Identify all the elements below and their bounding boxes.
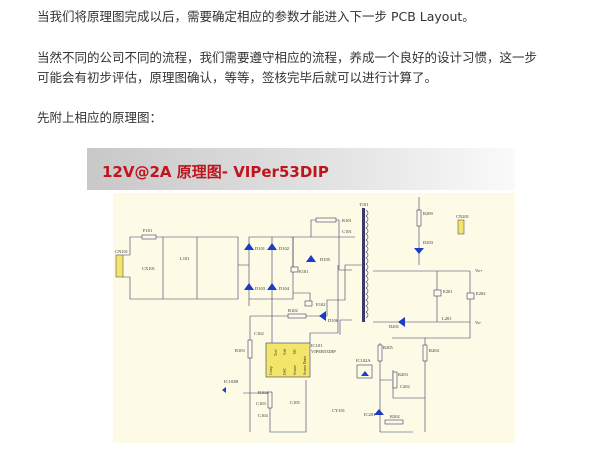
- component-labels: CN101 F101 CX101 L101 D101 D102 D103 D10…: [115, 202, 486, 419]
- svg-text:R102: R102: [288, 308, 298, 313]
- ic101-chip: [265, 342, 311, 378]
- resistors: [141, 209, 475, 425]
- svg-text:D102: D102: [279, 246, 289, 251]
- svg-text:C202: C202: [400, 384, 410, 389]
- optocoupler-ic102a: [356, 364, 373, 379]
- svg-text:CN101: CN101: [115, 249, 128, 254]
- svg-text:F101: F101: [143, 228, 152, 233]
- svg-text:D201: D201: [389, 324, 399, 329]
- pin-drain-label: Source Drain: [303, 356, 307, 375]
- svg-text:E102: E102: [316, 302, 326, 307]
- svg-text:T101: T101: [359, 202, 369, 207]
- svg-text:CN201: CN201: [456, 214, 469, 219]
- svg-text:R202: R202: [390, 414, 400, 419]
- paragraph-2-line-2: 可能会有初步评估，原理图确认，等等，签核完毕后就可以进行计算了。: [37, 70, 438, 85]
- svg-text:D101: D101: [255, 246, 265, 251]
- svg-text:E201: E201: [443, 289, 453, 294]
- svg-text:IC102A: IC102A: [356, 358, 371, 363]
- svg-text:E101: E101: [299, 269, 309, 274]
- svg-text:E202: E202: [476, 291, 486, 296]
- svg-text:R205: R205: [383, 345, 394, 350]
- cn201-connector: [457, 219, 465, 235]
- svg-text:IC201: IC201: [364, 412, 375, 417]
- pin-vdd-label: Vdd: [283, 349, 287, 355]
- svg-text:Vo-: Vo-: [475, 320, 482, 325]
- svg-text:D103: D103: [255, 286, 266, 291]
- svg-text:IC101: IC101: [311, 343, 322, 348]
- paragraph-2-line-1: 当然不同的公司不同的流程，我们需要遵守相应的流程，养成一个良好的设计习惯，这一步: [37, 50, 538, 65]
- pin-nc-label: NC: [293, 348, 297, 354]
- svg-text:C105: C105: [290, 400, 301, 405]
- pin-tovl-label: Tovl: [274, 349, 278, 356]
- pin-comp-label: Comp: [269, 366, 273, 375]
- svg-text:Vo+: Vo+: [475, 268, 483, 273]
- diodes: [222, 243, 424, 415]
- svg-text:R204: R204: [429, 348, 440, 353]
- svg-text:VIPER53DIP: VIPER53DIP: [311, 349, 336, 354]
- svg-text:IC102B: IC102B: [224, 379, 238, 384]
- svg-text:C104: C104: [258, 413, 269, 418]
- pin-source-label: Source: [293, 365, 297, 375]
- svg-text:L101: L101: [180, 256, 190, 261]
- cn101-connector: [115, 254, 124, 278]
- figure-title: 12V@2A 原理图- VIPer53DIP: [102, 163, 329, 181]
- schematic-area: [113, 193, 515, 443]
- pin-osc-label: OSC: [283, 367, 287, 375]
- svg-text:C103: C103: [256, 401, 267, 406]
- svg-text:D106: D106: [328, 318, 339, 323]
- paragraph-3: 先附上相应的原理图：: [37, 110, 163, 125]
- svg-text:D105: D105: [320, 257, 331, 262]
- svg-text:L201: L201: [442, 316, 452, 321]
- svg-text:R203: R203: [398, 372, 409, 377]
- svg-text:D104: D104: [279, 286, 290, 291]
- svg-text:R101: R101: [342, 218, 352, 223]
- paragraph-1: 当我们将原理图完成以后，需要确定相应的参数才能进入下一步 PCB Layout。: [37, 9, 475, 24]
- schematic-image: 12V@2A 原理图- VIPer53DIP: [87, 148, 515, 443]
- ic101-pin-labels: Comp Tovl Vdd OSC NC Source Source Drain: [269, 348, 307, 375]
- svg-text:R209: R209: [423, 211, 434, 216]
- svg-text:R103: R103: [235, 348, 246, 353]
- svg-text:C101: C101: [342, 229, 352, 234]
- transformer-t101: [362, 208, 369, 322]
- svg-text:D203: D203: [423, 240, 434, 245]
- svg-text:CY101: CY101: [332, 408, 345, 413]
- svg-text:CX101: CX101: [142, 266, 155, 271]
- svg-text:C102: C102: [254, 331, 264, 336]
- title-banner: [87, 148, 515, 190]
- svg-text:R104: R104: [258, 390, 269, 395]
